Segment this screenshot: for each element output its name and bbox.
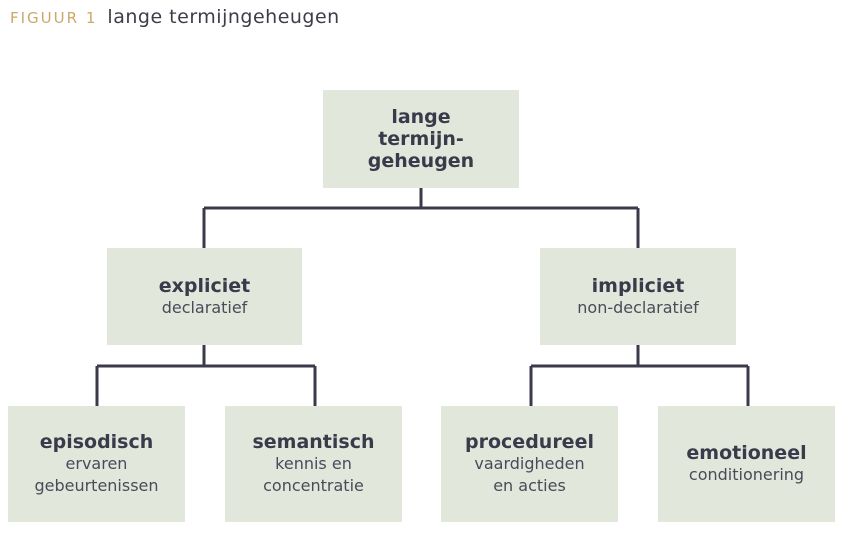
node-subtitle: vaardigheden en acties <box>474 454 585 495</box>
figure-caption: FIGUUR 1 lange termijngeheugen <box>10 6 340 28</box>
node-title: impliciet <box>591 274 685 297</box>
node-subtitle: non-declaratief <box>577 297 699 317</box>
node-subtitle: kennis en concentratie <box>263 454 364 495</box>
node-semantisch: semantisch kennis en concentratie <box>225 406 402 522</box>
node-procedureel: procedureel vaardigheden en acties <box>441 406 618 522</box>
node-subtitle: declaratief <box>161 297 248 317</box>
node-title: episodisch <box>39 431 154 453</box>
connector-implicit-children <box>529 345 750 406</box>
node-title: expliciet <box>158 274 251 297</box>
node-title: semantisch <box>252 431 375 453</box>
node-title: lange termijn- geheugen <box>367 106 475 172</box>
node-impliciet: impliciet non-declaratief <box>540 248 736 345</box>
node-emotioneel: emotioneel conditionering <box>658 406 835 522</box>
connector-explicit-children <box>95 345 317 406</box>
node-episodisch: episodisch ervaren gebeurtenissen <box>8 406 185 522</box>
figure-title: lange termijngeheugen <box>107 6 340 28</box>
node-title: procedureel <box>465 431 594 453</box>
node-expliciet: expliciet declaratief <box>107 248 302 345</box>
connector-root-children <box>202 187 640 248</box>
figure-label: FIGUUR 1 <box>10 9 98 27</box>
node-subtitle: ervaren gebeurtenissen <box>34 454 159 495</box>
node-title: emotioneel <box>686 442 807 464</box>
node-subtitle: conditionering <box>688 465 805 484</box>
node-lange-termijngeheugen: lange termijn- geheugen <box>323 90 519 188</box>
